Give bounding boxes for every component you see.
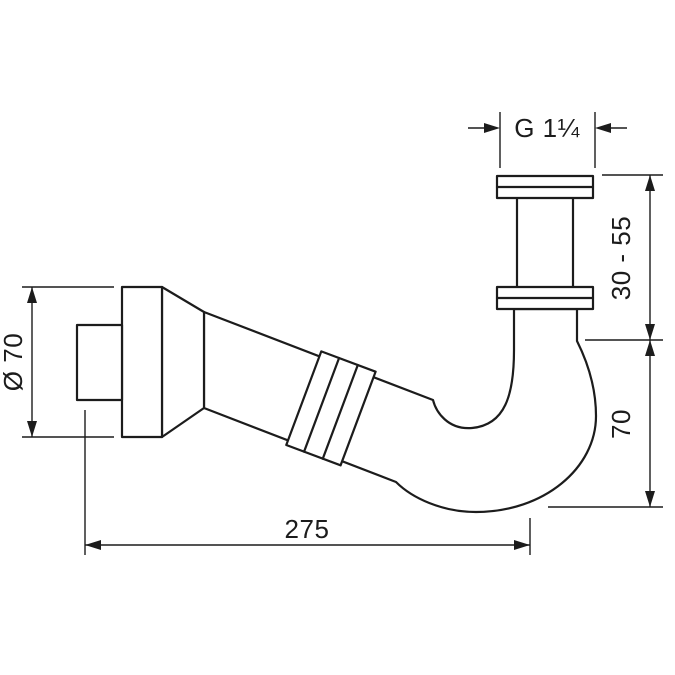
wall-flange-cone [160,285,206,439]
arrowhead-up-icon [645,175,655,191]
wall-flange-body [120,285,164,439]
top-union-nut [495,174,595,200]
dim-outlet-height: 70 [548,340,663,508]
dim-flange-diameter-arrowheads [27,287,37,437]
dim-overall-length: 275 [84,410,531,555]
arrowhead-left-icon [595,123,611,133]
arrowhead-down-icon [645,491,655,507]
part-views [75,174,598,514]
dim-thread-arrowheads [484,123,611,133]
arrowhead-down-icon [27,421,37,437]
dim-thread: G 1¼ [468,112,627,168]
dim-flange-diameter-label: Ø 70 [0,333,28,391]
arrowhead-left-icon [85,540,101,550]
arrowhead-up-icon [27,287,37,303]
dim-outlet-height-arrowheads [645,340,655,507]
dim-thread-label: G 1¼ [514,113,580,143]
arrowhead-right-icon [514,540,530,550]
outlet-coupling-nut-ridge-1 [302,356,341,453]
dim-overall-length-label: 275 [285,514,330,544]
arrowhead-right-icon [484,123,500,133]
trap-body [202,307,598,514]
dim-height-adjust-arrowheads [645,175,655,340]
dim-height-adjust: 30 - 55 [585,174,663,341]
outlet-coupling-nut-ridge-2 [321,363,359,460]
outlet-coupling-nut [285,350,377,467]
dim-outlet-height-label: 70 [606,409,636,439]
inlet-pipe [515,194,575,293]
dimensions: G 1¼ 30 - 55 70 [0,112,663,555]
arrowhead-up-icon [645,340,655,356]
dim-height-adjust-label: 30 - 55 [606,216,636,300]
arrowhead-down-icon [645,324,655,340]
dim-overall-length-arrowheads [85,540,530,550]
dim-flange-diameter: Ø 70 [0,286,114,438]
wall-pipe-stub [75,323,124,402]
lower-union-nut [495,285,595,311]
